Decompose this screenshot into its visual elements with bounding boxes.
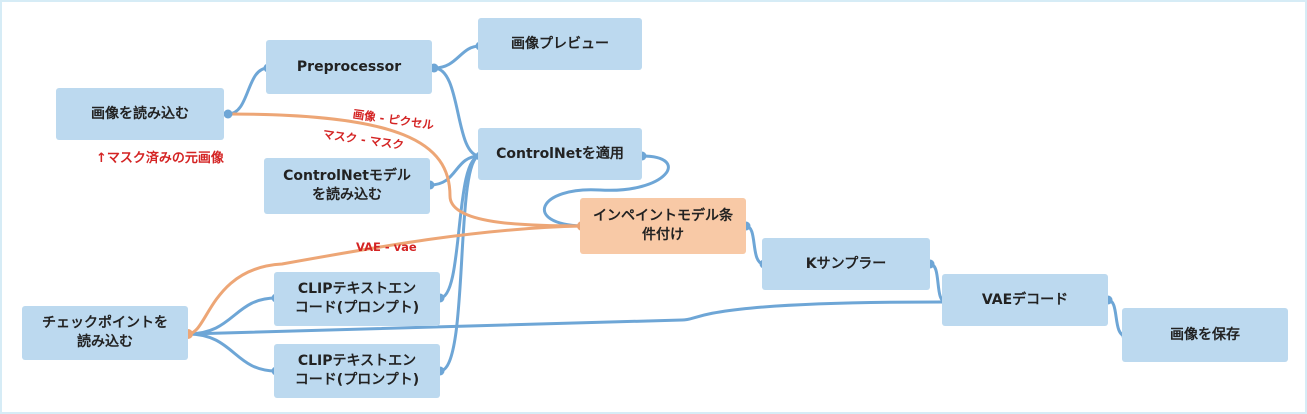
- node-inpaint-conditioning-label: インペイントモデル条 件付け: [593, 208, 733, 243]
- wire-controlnet-loop-to-inpaint: [543, 154, 670, 228]
- wire-clip2-to-controlnet: [439, 154, 481, 373]
- node-load-checkpoint[interactable]: チェックポイントを 読み込む: [22, 306, 188, 360]
- wire-checkpoint-to-clip1: [187, 296, 277, 336]
- node-load-checkpoint-label: チェックポイントを 読み込む: [42, 315, 168, 350]
- node-ksampler[interactable]: Kサンプラー: [762, 238, 930, 290]
- node-save-image[interactable]: 画像を保存: [1122, 308, 1288, 362]
- label-vae-vae: VAE - vae: [356, 240, 417, 254]
- wire-checkpoint-to-clip2: [187, 332, 277, 373]
- node-preprocessor-label: Preprocessor: [296, 58, 402, 75]
- wire-checkpoint-to-vae-decode: [187, 300, 943, 336]
- wire-preprocessor-to-preview: [433, 44, 481, 70]
- node-vae-decode-label: VAEデコード: [981, 291, 1069, 308]
- node-vae-decode[interactable]: VAEデコード: [942, 274, 1108, 326]
- wire-preprocessor-to-controlnet: [433, 66, 481, 158]
- label-masked-original-note: ↑マスク済みの元画像: [96, 151, 224, 166]
- wire-controlnet-model-to-controlnet: [429, 154, 481, 187]
- wire-checkpoint-vae-to-inpaint: [187, 224, 583, 336]
- node-preprocessor[interactable]: Preprocessor: [266, 40, 432, 94]
- node-apply-controlnet[interactable]: ControlNetを適用: [478, 128, 642, 180]
- node-image-preview-label: 画像プレビュー: [511, 35, 609, 52]
- node-load-controlnet-model-label: ControlNetモデル を読み込む: [283, 168, 411, 203]
- node-load-controlnet-model[interactable]: ControlNetモデル を読み込む: [264, 158, 430, 214]
- node-clip-text-encode-2-label: CLIPテキストエン コード(プロンプト): [294, 353, 420, 388]
- node-save-image-label: 画像を保存: [1170, 326, 1240, 343]
- node-clip-text-encode-1-label: CLIPテキストエン コード(プロンプト): [294, 281, 420, 316]
- node-image-preview[interactable]: 画像プレビュー: [478, 18, 642, 70]
- node-load-image[interactable]: 画像を読み込む: [56, 88, 224, 140]
- node-load-image-label: 画像を読み込む: [91, 105, 189, 122]
- node-ksampler-label: Kサンプラー: [805, 255, 887, 272]
- wire-load-image-to-inpaint: [227, 112, 583, 228]
- node-clip-text-encode-2[interactable]: CLIPテキストエン コード(プロンプト): [274, 344, 440, 398]
- node-apply-controlnet-label: ControlNetを適用: [496, 145, 624, 162]
- wire-load-image-to-preprocessor: [227, 66, 269, 116]
- node-inpaint-conditioning[interactable]: インペイントモデル条 件付け: [580, 198, 746, 254]
- node-clip-text-encode-1[interactable]: CLIPテキストエン コード(プロンプト): [274, 272, 440, 326]
